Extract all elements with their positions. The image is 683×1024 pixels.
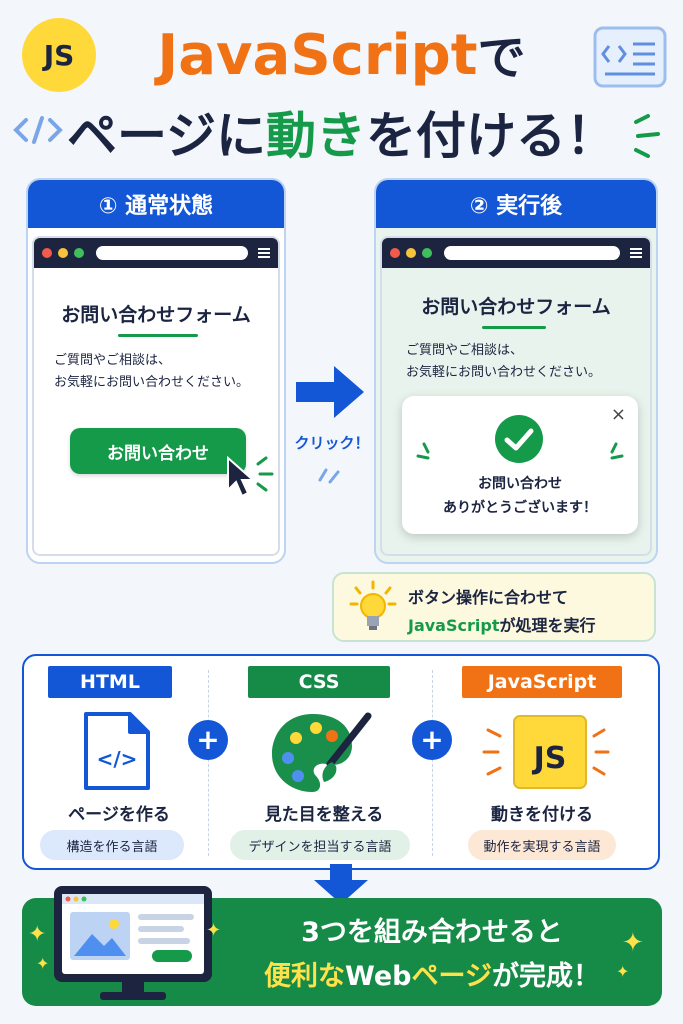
css-pill: デザインを担当する言語 <box>230 830 410 860</box>
banner-line1: 3つを組み合わせると <box>301 917 563 948</box>
divider <box>432 670 433 856</box>
click-label: クリック！ <box>294 434 370 452</box>
form-text-line: ご質問やご相談は、 <box>54 353 172 368</box>
right-arrow-icon <box>296 366 364 418</box>
panel-heading: ① 通常状態 <box>28 180 284 228</box>
maximize-dot-icon[interactable] <box>74 248 84 258</box>
tip-highlight: JavaScript <box>408 616 500 635</box>
address-bar[interactable] <box>444 246 620 260</box>
contact-button[interactable]: お問い合わせ <box>70 428 246 474</box>
minimize-dot-icon[interactable] <box>58 248 68 258</box>
html-file-icon-text: </> <box>97 747 138 771</box>
close-dot-icon[interactable] <box>390 248 400 258</box>
banner-line2: 便利なWebページが完成！ <box>222 954 642 993</box>
after-execution-panel: ② 実行後 お問い合わせフォーム ご質問やご相談は、 お気軽にお問い合わせくださ… <box>374 178 658 564</box>
form-title: お問い合わせフォーム <box>61 304 251 326</box>
browser-toolbar <box>382 238 650 268</box>
browser-toolbar <box>34 238 278 268</box>
css-label: CSS <box>248 666 390 698</box>
checkmark-circle-icon <box>495 415 543 463</box>
code-document-icon <box>593 26 667 88</box>
menu-icon[interactable] <box>258 248 270 258</box>
lightbulb-icon <box>349 580 397 630</box>
thank-you-modal: × お問い合わせ ありがとうございます！ <box>402 396 638 534</box>
down-arrow-icon <box>314 864 368 904</box>
form-text-line: お気軽にお問い合わせください。 <box>406 365 602 380</box>
sparkle-star-icon: ✦ <box>616 962 630 981</box>
title-underline <box>118 334 198 337</box>
panel-heading: ② 実行後 <box>376 180 656 228</box>
code-brackets-icon <box>13 116 63 144</box>
sparkle-left-icon <box>416 442 430 460</box>
tip-rest: が処理を実行 <box>499 616 596 635</box>
banner-text: ページ <box>411 961 492 992</box>
subtitle-post: を付ける！ <box>366 107 616 165</box>
title-underline <box>482 326 546 329</box>
result-banner: ✦ ✦ ✦ ✦ ✦ 3つを組み合わせると 便利なWebページが完成！ <box>22 886 662 1006</box>
maximize-dot-icon[interactable] <box>422 248 432 258</box>
form-description: ご質問やご相談は、 お気軽にお問い合わせください。 <box>54 350 249 394</box>
sparkle-star-icon: ✦ <box>36 954 50 973</box>
browser-window: お問い合わせフォーム ご質問やご相談は、 お気軽にお問い合わせください。 お問い… <box>32 236 280 556</box>
css-column: CSS 見た目を整える デザインを担当する言語 <box>224 666 424 866</box>
sparkle-lines-icon <box>634 114 660 158</box>
js-square-icon: JS <box>482 715 610 789</box>
html-file-icon: </> <box>84 712 150 790</box>
sparkle-star-icon: ✦ <box>622 928 644 958</box>
close-icon[interactable]: × <box>610 404 626 425</box>
subtitle-pre: ページに <box>67 107 266 165</box>
javascript-label: JavaScript <box>462 666 622 698</box>
tip-box: ボタン操作に合わせて JavaScriptが処理を実行 <box>332 572 656 642</box>
sparkle-right-icon <box>610 442 624 460</box>
modal-line: お問い合わせ <box>478 476 562 492</box>
tip-text-line1: ボタン操作に合わせて <box>408 588 569 607</box>
sparkle-star-icon: ✦ <box>206 920 222 941</box>
html-label: HTML <box>48 666 172 698</box>
html-column: HTML </> ページを作る 構造を作る言語 <box>34 666 204 866</box>
plus-icon: + <box>412 720 452 760</box>
normal-state-panel: ① 通常状態 お問い合わせフォーム ご質問やご相談は、 お気軽にお問い合わせくだ… <box>26 178 286 564</box>
monitor-webpage-icon <box>54 886 212 1000</box>
subtitle-highlight: 動き <box>266 107 366 165</box>
js-description: 動きを付ける <box>491 805 593 825</box>
menu-icon[interactable] <box>630 248 642 258</box>
close-dot-icon[interactable] <box>42 248 52 258</box>
click-lines-icon <box>318 468 340 484</box>
html-pill: 構造を作る言語 <box>40 830 184 860</box>
address-bar[interactable] <box>96 246 248 260</box>
title-javascript: JavaScript <box>157 23 478 88</box>
tip-text-line2: JavaScriptが処理を実行 <box>408 612 595 636</box>
sparkle-star-icon: ✦ <box>28 922 47 947</box>
paint-palette-icon <box>272 712 372 792</box>
form-description: ご質問やご相談は、 お気軽にお問い合わせください。 <box>406 340 601 384</box>
form-text-line: お気軽にお問い合わせください。 <box>54 375 250 390</box>
js-pill: 動作を実現する言語 <box>468 830 616 860</box>
form-title: お問い合わせフォーム <box>421 296 611 318</box>
mouse-cursor-icon <box>227 455 274 498</box>
form-text-line: ご質問やご相談は、 <box>406 343 524 358</box>
modal-message: お問い合わせ ありがとうございます！ <box>402 472 638 520</box>
plus-icon: + <box>188 720 228 760</box>
banner-text: が完成！ <box>491 961 600 992</box>
page-subtitle: ページに動きを付ける！ <box>0 96 683 168</box>
css-description: 見た目を整える <box>264 805 384 825</box>
js-column: JavaScript JS 動きを付ける 動作を実現する言語 <box>454 666 654 866</box>
technology-summary: HTML </> ページを作る 構造を作る言語 + CSS 見た目を整える デザ… <box>22 654 660 870</box>
browser-window: お問い合わせフォーム ご質問やご相談は、 お気軽にお問い合わせください。 × お… <box>380 236 652 556</box>
title-particle: で <box>477 30 526 86</box>
modal-line: ありがとうございます！ <box>443 500 597 516</box>
minimize-dot-icon[interactable] <box>406 248 416 258</box>
banner-text: Web <box>345 961 412 992</box>
html-description: ページを作る <box>68 805 170 825</box>
page-title: JavaScriptで <box>0 18 683 88</box>
banner-text: 便利な <box>264 961 346 992</box>
js-square-icon-text: JS <box>532 741 567 776</box>
js-logo-badge: JS <box>22 18 96 92</box>
divider <box>208 670 209 856</box>
